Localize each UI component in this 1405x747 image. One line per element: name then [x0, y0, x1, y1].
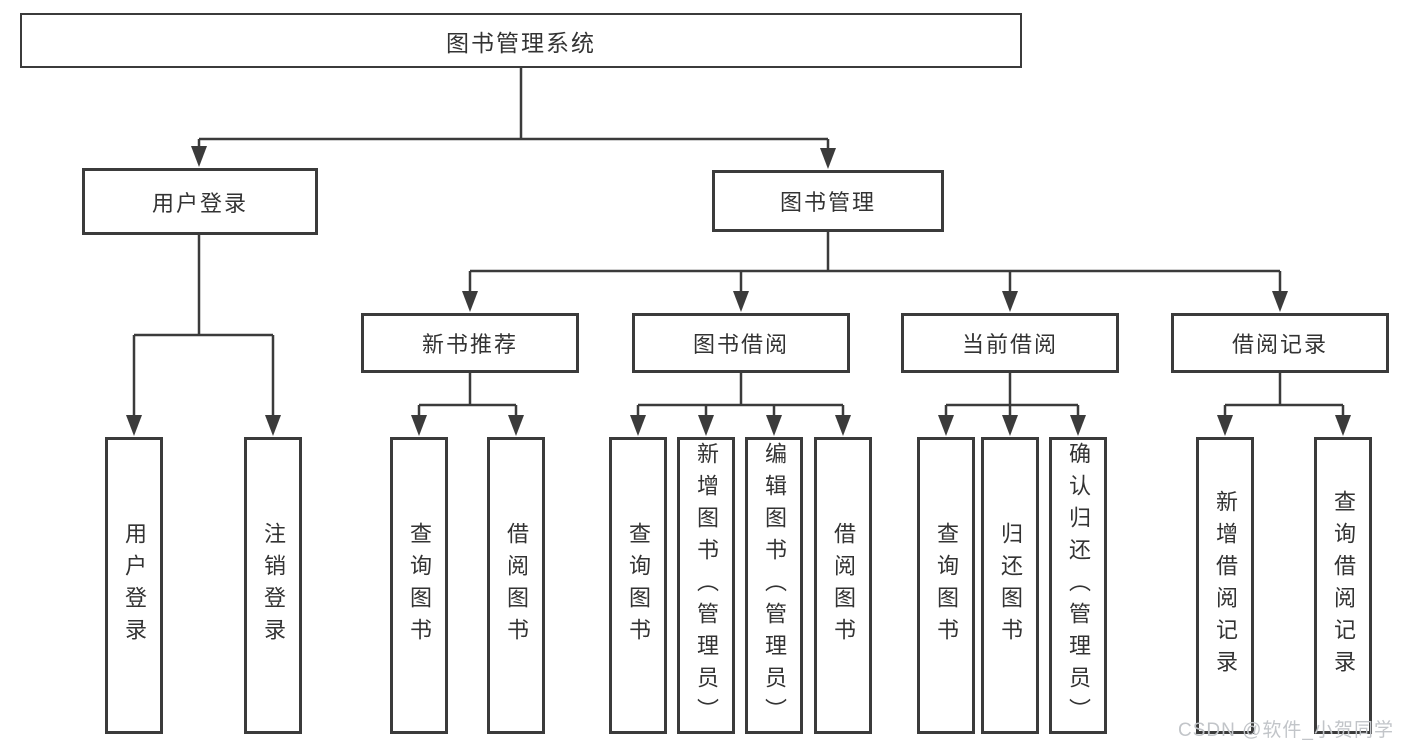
leaf-bb-borrow-books: 借阅图书 — [814, 437, 872, 734]
node-label: 图书管理 — [779, 190, 876, 215]
leaf-logout: 注销登录 — [244, 437, 302, 734]
node-label: 查询图书 — [407, 521, 432, 650]
leaf-br-query-record: 查询借阅记录 — [1314, 437, 1372, 734]
node-label: 查询图书 — [626, 521, 651, 650]
leaf-br-add-record: 新增借阅记录 — [1196, 437, 1254, 734]
node-label: 新增借阅记录 — [1213, 489, 1238, 682]
node-book-borrowing: 图书借阅 — [632, 313, 850, 373]
node-label: 当前借阅 — [961, 332, 1058, 357]
node-label: 新增图书（管理员） — [694, 441, 719, 730]
leaf-cb-query-books: 查询图书 — [917, 437, 975, 734]
node-current-borrowing: 当前借阅 — [901, 313, 1119, 373]
node-root: 图书管理系统 — [20, 13, 1022, 68]
node-label: 新书推荐 — [421, 332, 518, 357]
node-label: 注销登录 — [261, 521, 286, 650]
leaf-bb-query-books: 查询图书 — [609, 437, 667, 734]
node-label: 查询借阅记录 — [1331, 489, 1356, 682]
leaf-cb-return-books: 归还图书 — [981, 437, 1039, 734]
node-user-login: 用户登录 — [82, 168, 318, 235]
node-label: 借阅记录 — [1231, 332, 1328, 357]
node-label: 借阅图书 — [831, 521, 856, 650]
node-label: 用户登录 — [151, 190, 248, 216]
watermark-text: CSDN @软件_小贺同学 — [1178, 720, 1394, 741]
leaf-nb-query-books: 查询图书 — [390, 437, 448, 734]
node-label: 图书借阅 — [692, 332, 789, 357]
leaf-nb-borrow-books: 借阅图书 — [487, 437, 545, 734]
node-label: 确认归还（管理员） — [1066, 441, 1091, 730]
node-book-management: 图书管理 — [712, 170, 944, 232]
node-label: 归还图书 — [998, 521, 1023, 650]
leaf-bb-add-books-admin: 新增图书（管理员） — [677, 437, 735, 734]
node-label: 查询图书 — [934, 521, 959, 650]
node-label: 用户登录 — [122, 521, 147, 650]
node-label: 图书管理系统 — [446, 29, 596, 56]
leaf-cb-confirm-return-admin: 确认归还（管理员） — [1049, 437, 1107, 734]
leaf-bb-edit-books-admin: 编辑图书（管理员） — [745, 437, 803, 734]
node-label: 编辑图书（管理员） — [762, 441, 787, 730]
node-label: 借阅图书 — [504, 521, 529, 650]
node-borrowing-records: 借阅记录 — [1171, 313, 1389, 373]
node-new-book-recommend: 新书推荐 — [361, 313, 579, 373]
leaf-user-login: 用户登录 — [105, 437, 163, 734]
